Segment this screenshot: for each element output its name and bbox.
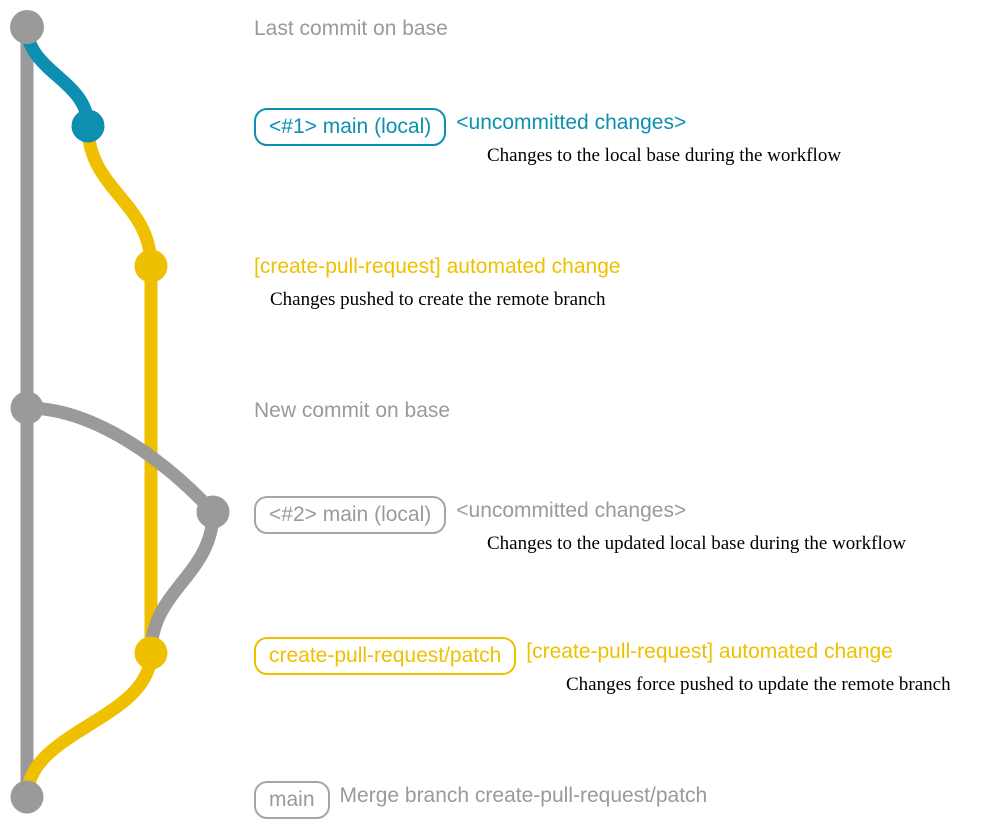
local-uncommitted-1-row: <#1> main (local) <uncommitted changes> xyxy=(254,108,686,146)
edge-base-to-local-2 xyxy=(20,401,220,519)
ref-pill-main[interactable]: main xyxy=(254,781,330,819)
edge-local-2-to-patch-2 xyxy=(144,505,220,660)
automated-change-1-note: Changes pushed to create the remote bran… xyxy=(270,289,606,310)
last-commit-on-base-subject: Last commit on base xyxy=(254,17,448,40)
ref-pill-create-pull-request-patch[interactable]: create-pull-request/patch xyxy=(254,637,517,675)
local-uncommitted-2-row: <#2> main (local) <uncommitted changes> xyxy=(254,496,686,534)
automated-change-1-subject: [create-pull-request] automated change xyxy=(254,255,621,278)
local-uncommitted-2-note: Changes to the updated local base during… xyxy=(487,533,906,554)
local-uncommitted-1-node[interactable] xyxy=(71,109,105,143)
local-uncommitted-1-note: Changes to the local base during the wor… xyxy=(487,145,842,166)
new-commit-on-base-subject: New commit on base xyxy=(254,399,451,422)
local-uncommitted-2-subject: <uncommitted changes> xyxy=(456,499,687,522)
automated-change-2-subject: [create-pull-request] automated change xyxy=(526,640,893,663)
automated-change-1-node[interactable] xyxy=(134,249,168,283)
edge-local-1-to-patch-1 xyxy=(81,119,158,273)
merge-commit-node[interactable] xyxy=(10,780,44,814)
automated-change-2-node[interactable] xyxy=(134,636,168,670)
commit-graph xyxy=(10,10,230,814)
edge-patch-2-to-merge xyxy=(20,646,158,804)
local-uncommitted-1-subject: <uncommitted changes> xyxy=(456,111,687,134)
automated-change-2-note: Changes force pushed to update the remot… xyxy=(566,674,951,695)
automated-change-2-row: create-pull-request/patch [create-pull-r… xyxy=(254,637,893,675)
last-commit-on-base-node[interactable] xyxy=(10,10,44,44)
ref-pill-main-local-1[interactable]: <#1> main (local) xyxy=(254,108,447,146)
merge-commit-subject: Merge branch create-pull-request/patch xyxy=(339,784,708,807)
local-uncommitted-2-node[interactable] xyxy=(196,495,230,529)
merge-commit-row: main Merge branch create-pull-request/pa… xyxy=(254,781,707,819)
new-commit-on-base-node[interactable] xyxy=(10,391,44,425)
ref-pill-main-local-2[interactable]: <#2> main (local) xyxy=(254,496,447,534)
